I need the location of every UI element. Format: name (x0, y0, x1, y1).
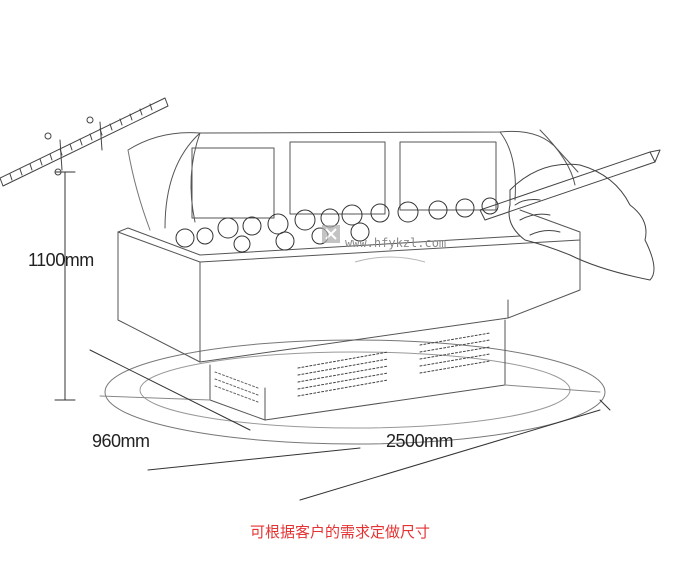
display-cabinet-diagram: 1100mm 960mm 2500mm www.hfykzl.com (0, 97, 661, 501)
depth-label: 960mm (92, 431, 150, 451)
machine-compartment (209, 319, 506, 421)
hand-with-pencil-icon (479, 149, 661, 281)
watermark-url: www.hfykzl.com (345, 236, 446, 250)
width-label: 2500mm (386, 431, 453, 451)
cabinet-front (117, 231, 581, 363)
width-dimension-line (299, 409, 601, 501)
glass-panel-3 (399, 141, 497, 211)
depth-dimension-line (89, 349, 251, 431)
custom-size-caption: 可根据客户的需求定做尺寸 (249, 523, 430, 541)
base-plinth (99, 384, 601, 401)
watermark-logo (322, 225, 426, 263)
displayed-food (175, 197, 499, 253)
glass-panel-2 (289, 141, 386, 215)
glass-panel-1 (191, 147, 275, 219)
vent-grille-right (419, 332, 491, 374)
vent-grille-side (214, 371, 259, 403)
height-label: 1100mm (28, 250, 94, 270)
ruler-icon (0, 97, 169, 187)
vent-grille-left (297, 351, 389, 397)
